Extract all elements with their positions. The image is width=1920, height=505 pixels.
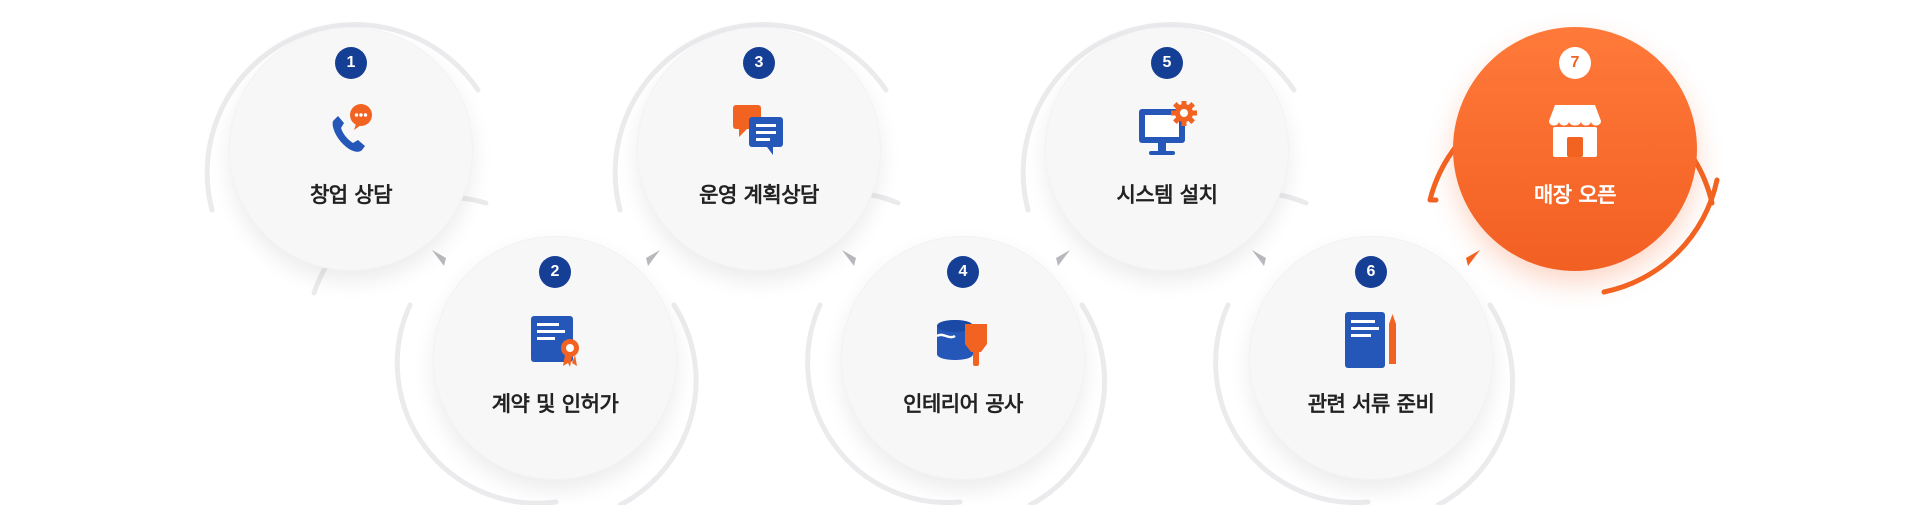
step-2: 2 계약 및 인허가 <box>433 236 677 480</box>
arrow-6 <box>1466 250 1480 266</box>
step-1-label: 창업 상담 <box>309 183 393 207</box>
step-6-label: 관련 서류 준비 <box>1307 392 1435 416</box>
certificate-icon <box>531 316 579 367</box>
arrow-4 <box>1056 250 1070 266</box>
step-3-label: 운영 계획상담 <box>699 183 819 207</box>
step-7: 7 매장 오픈 <box>1453 27 1697 271</box>
arrow-5 <box>1252 250 1266 266</box>
step-3: 3 운영 계획상담 <box>637 27 881 271</box>
step-7-label: 매장 오픈 <box>1533 183 1617 207</box>
step-6: 6 관련 서류 준비 <box>1249 236 1493 480</box>
step-3-number: 3 <box>743 47 775 79</box>
store-icon <box>1549 105 1601 157</box>
step-4: 4 인테리어 공사 <box>841 236 1085 480</box>
step-7-number: 7 <box>1559 47 1591 79</box>
step-1: 1 창업 상담 <box>229 27 473 271</box>
arrow-2 <box>646 250 660 266</box>
step-5-label: 시스템 설치 <box>1116 183 1218 207</box>
arrow-3 <box>842 250 856 266</box>
step-2-number: 2 <box>539 256 571 288</box>
step-4-number: 4 <box>947 256 979 288</box>
phone-chat-icon <box>332 104 372 152</box>
paint-interior-icon <box>936 320 987 366</box>
step-5-number: 5 <box>1151 47 1183 79</box>
arrow-1 <box>432 250 446 266</box>
ring-arc-7-right <box>1601 177 1720 295</box>
consultation-bubbles-icon <box>733 105 783 155</box>
step-4-label: 인테리어 공사 <box>903 392 1023 416</box>
step-1-number: 1 <box>335 47 367 79</box>
document-pencil-icon <box>1345 312 1396 368</box>
step-6-number: 6 <box>1355 256 1387 288</box>
monitor-gear-icon <box>1139 101 1197 155</box>
step-2-label: 계약 및 인허가 <box>491 392 619 416</box>
step-5: 5 시스템 설치 <box>1045 27 1289 271</box>
